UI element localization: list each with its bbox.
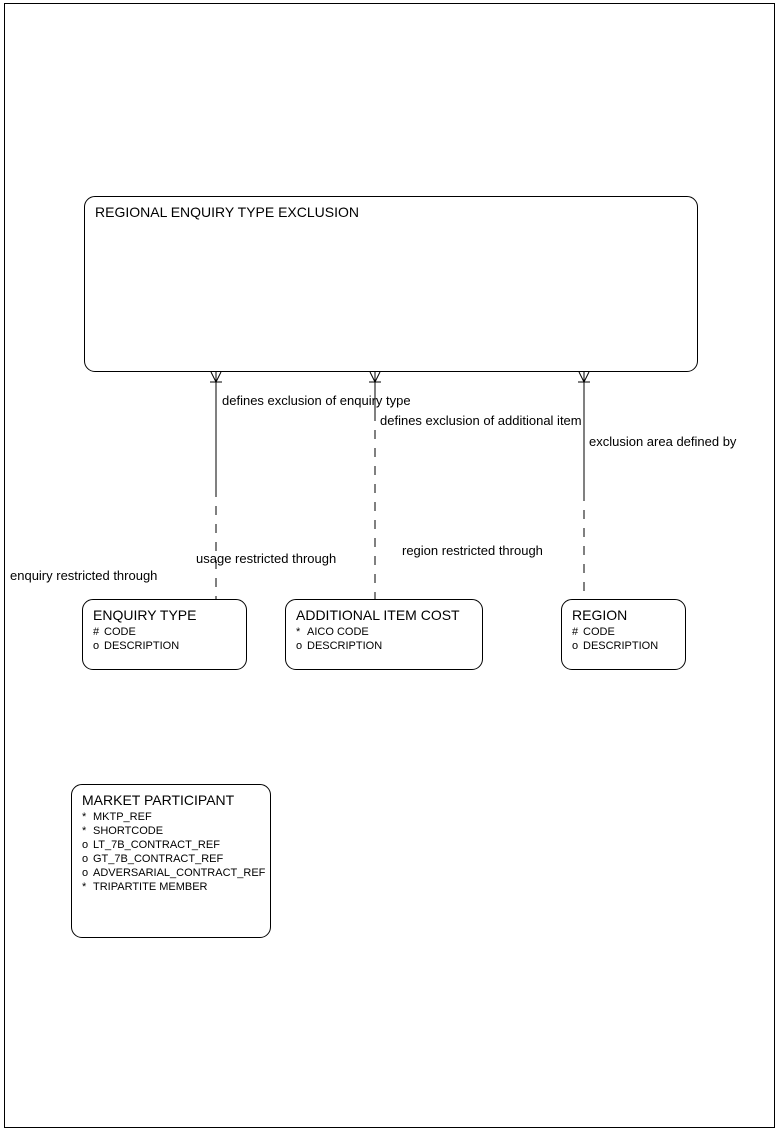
attribute-mark: * [296,626,301,638]
attribute-label: MKTP_REF [93,811,152,823]
attribute-mark: * [82,811,87,823]
attribute-mark: * [82,881,87,893]
attribute-row: * TRIPARTITE MEMBER [82,880,270,894]
relationship-label-defines-exclusion-of-additional-item: defines exclusion of additional item [380,413,582,428]
entity-region[interactable]: REGION # CODE o DESCRIPTION [561,599,686,670]
attribute-list: # CODE o DESCRIPTION [572,625,685,653]
attribute-label: TRIPARTITE MEMBER [93,881,208,893]
attribute-mark: o [82,839,89,851]
relationship-label-enquiry-restricted-through: enquiry restricted through [10,568,158,583]
attribute-label: DESCRIPTION [104,640,180,652]
attribute-label: ADVERSARIAL_CONTRACT_REF [93,867,266,879]
attribute-row: o LT_7B_CONTRACT_REF [82,838,270,852]
relationship-label-defines-exclusion-of-enquiry-type: defines exclusion of enquiry type [222,393,411,408]
attribute-list: # CODE o DESCRIPTION [93,625,246,653]
attribute-label: LT_7B_CONTRACT_REF [93,839,220,851]
relationship-label-exclusion-area-defined-by: exclusion area defined by [589,434,737,449]
attribute-mark: o [572,640,579,652]
entity-title: ENQUIRY TYPE [93,607,197,623]
entity-title: ADDITIONAL ITEM COST [296,607,460,623]
attribute-mark: o [296,640,303,652]
attribute-row: o ADVERSARIAL_CONTRACT_REF [82,866,270,880]
relationship-label-usage-restricted-through: usage restricted through [196,551,337,566]
attribute-row: * SHORTCODE [82,824,270,838]
attribute-mark: * [82,825,87,837]
page-border [4,3,775,1128]
attribute-list: * AICO CODE o DESCRIPTION [296,625,482,653]
attribute-mark: o [93,640,100,652]
attribute-row: o DESCRIPTION [296,639,482,653]
attribute-mark: # [572,626,579,638]
attribute-row: # CODE [572,625,685,639]
attribute-row: o DESCRIPTION [93,639,246,653]
attribute-label: SHORTCODE [93,825,164,837]
attribute-label: CODE [104,626,136,638]
attribute-row: o DESCRIPTION [572,639,685,653]
entity-title: REGION [572,607,628,623]
entity-additional-item-cost[interactable]: ADDITIONAL ITEM COST * AICO CODE o DESCRIP… [285,599,483,670]
entity-market-participant[interactable]: MARKET PARTICIPANT * MKTP_REF * SHORTCODE … [71,784,271,938]
connector-region [578,371,590,599]
attribute-row: # CODE [93,625,246,639]
entity-title: REGIONAL ENQUIRY TYPE EXCLUSION [95,204,360,220]
attribute-mark: o [82,867,89,879]
connector-enquiry-type [210,371,222,599]
connector-additional-item-cost [369,371,381,599]
entity-regional-enquiry-type-exclusion[interactable]: REGIONAL ENQUIRY TYPE EXCLUSION [84,196,698,372]
attribute-label: GT_7B_CONTRACT_REF [93,853,224,865]
attribute-row: o GT_7B_CONTRACT_REF [82,852,270,866]
attribute-row: * MKTP_REF [82,810,270,824]
entity-title: MARKET PARTICIPANT [82,792,235,808]
attribute-label: AICO CODE [307,626,369,638]
attribute-label: DESCRIPTION [307,640,383,652]
relationship-label-region-restricted-through: region restricted through [402,543,543,558]
attribute-mark: # [93,626,100,638]
attribute-list: * MKTP_REF * SHORTCODE o LT_7B_CONTRACT_REF… [82,810,270,894]
entity-enquiry-type[interactable]: ENQUIRY TYPE # CODE o DESCRIPTION [82,599,247,670]
attribute-mark: o [82,853,89,865]
attribute-label: DESCRIPTION [583,640,659,652]
attribute-row: * AICO CODE [296,625,482,639]
attribute-label: CODE [583,626,615,638]
